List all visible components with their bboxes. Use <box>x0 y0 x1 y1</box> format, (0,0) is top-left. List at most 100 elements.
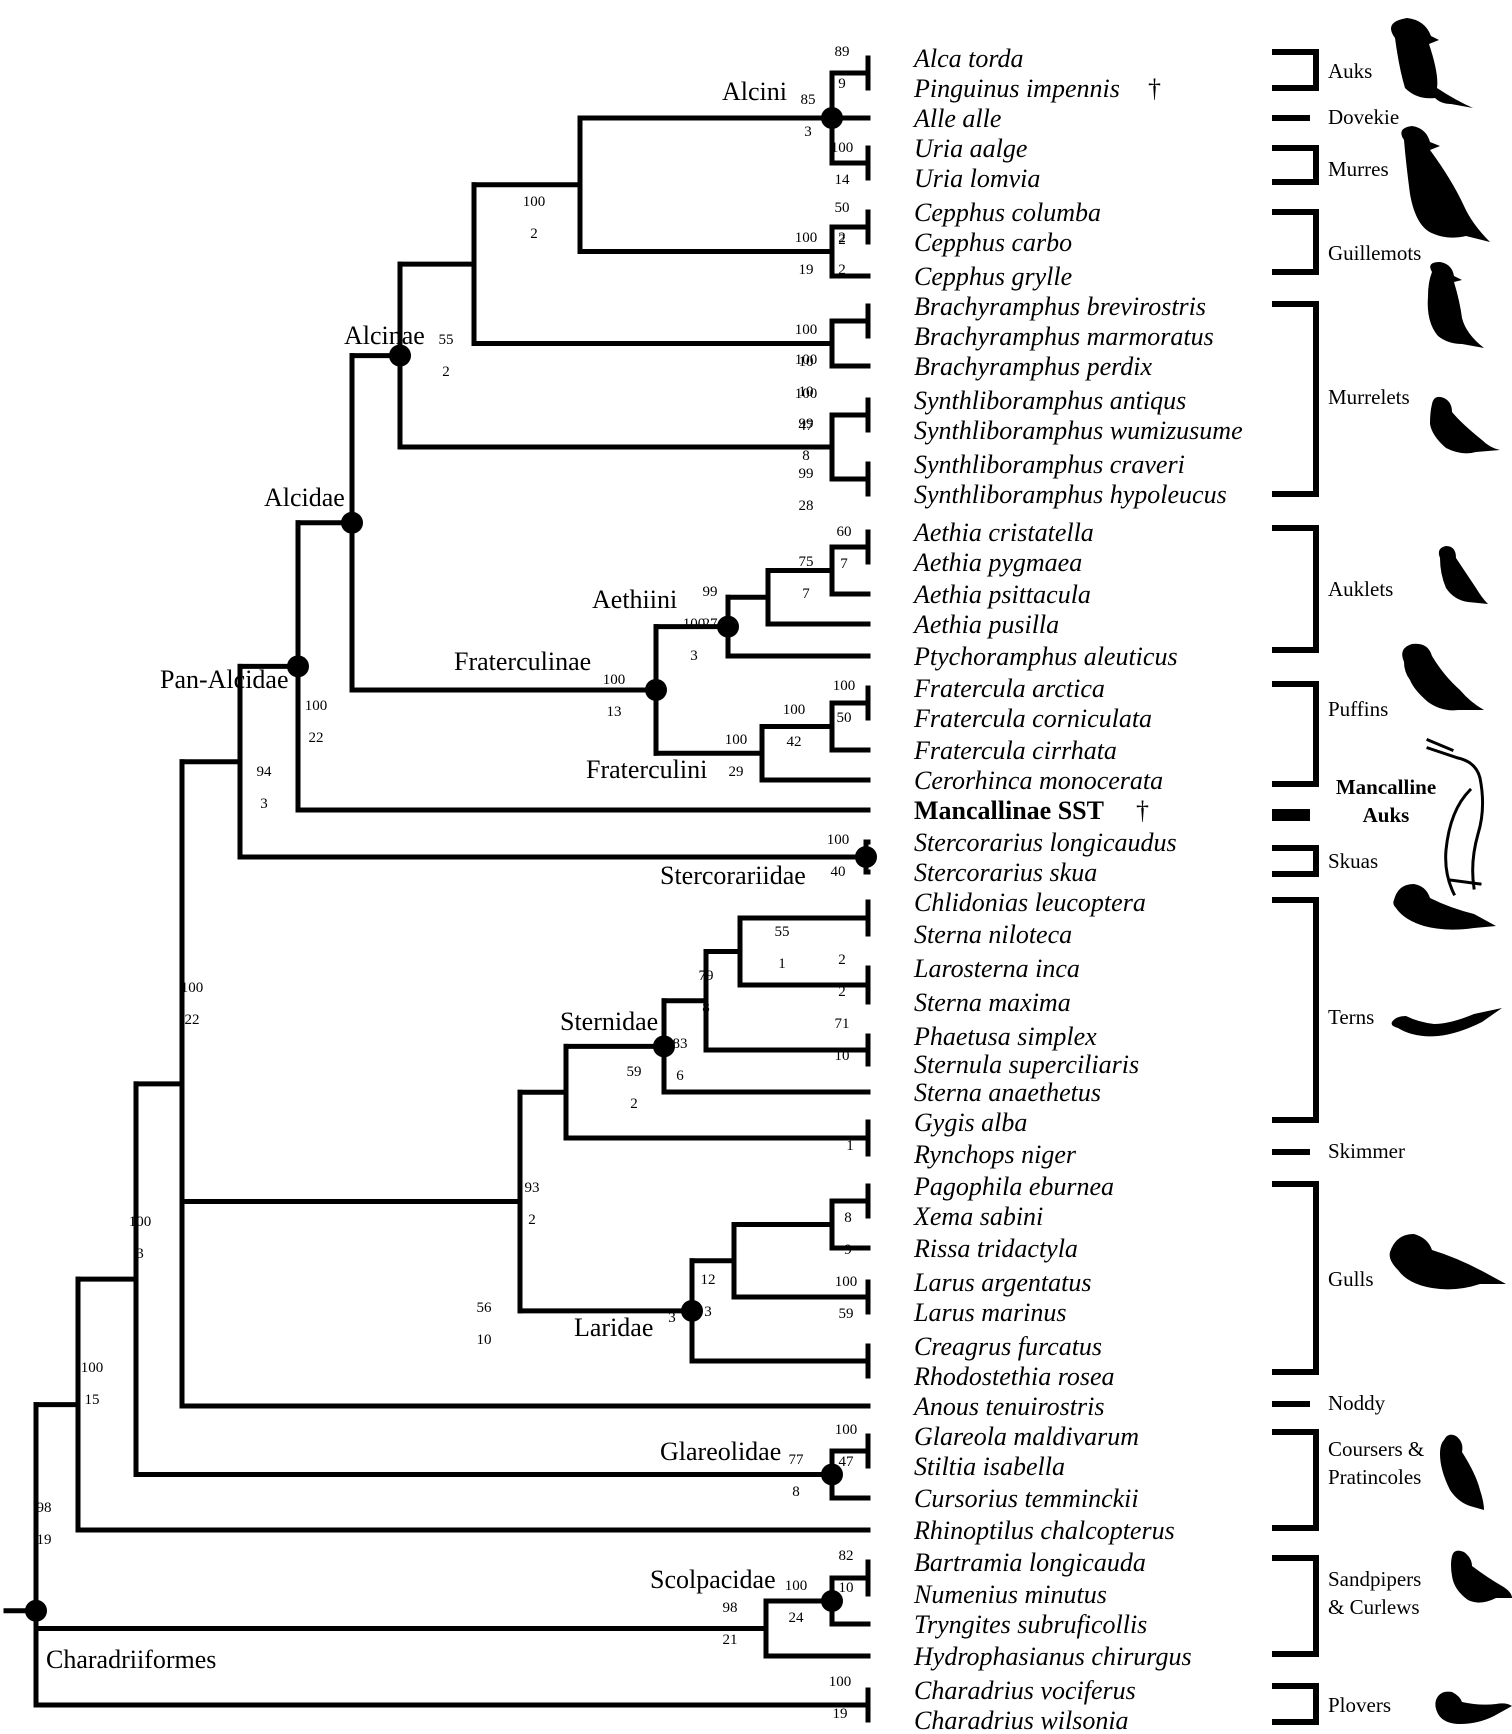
bootstrap-value: 50 <box>835 200 850 216</box>
taxon-label: Synthliboramphus wumizusume <box>914 416 1243 445</box>
taxon-label: Rynchops niger <box>913 1140 1077 1169</box>
bremer-value: 15 <box>85 1392 100 1408</box>
group-label: Dovekie <box>1328 105 1399 129</box>
bremer-value: 2 <box>442 364 450 380</box>
bootstrap-value: 98 <box>37 1500 52 1516</box>
bootstrap-value: 93 <box>525 1180 540 1196</box>
taxon-label: Uria lomvia <box>914 164 1040 193</box>
group-bracket <box>1272 1555 1319 1657</box>
taxon-label: Rissa tridactyla <box>913 1234 1078 1263</box>
group-label: & Curlews <box>1328 1595 1420 1619</box>
bootstrap-value: 2 <box>838 230 846 246</box>
taxon-label: Creagrus furcatus <box>914 1332 1102 1361</box>
node-dot <box>645 678 667 701</box>
node-dot <box>25 1599 47 1622</box>
murrelet-silhouette-icon <box>1427 262 1484 348</box>
bremer-value: 10 <box>799 354 814 370</box>
group-label: Guillemots <box>1328 241 1421 265</box>
taxon-label: Fratercula arctica <box>913 674 1105 703</box>
group-label: Pratincoles <box>1328 1465 1421 1489</box>
bootstrap-value: 100 <box>783 702 806 718</box>
group-brackets: AuksDovekieMurresGuillemotsMurreletsAukl… <box>1272 49 1436 1725</box>
mancalline-skeleton-icon <box>1426 738 1485 897</box>
bootstrap-value: 89 <box>835 44 850 60</box>
bootstrap-value: 98 <box>723 1600 738 1616</box>
support-values: 8998531001450210019221001010010552100479… <box>37 44 858 1722</box>
node-dot <box>681 1299 703 1322</box>
taxon-label: Bartramia longicauda <box>914 1548 1146 1577</box>
bootstrap-value: 100 <box>785 1578 808 1594</box>
taxon-label: Numenius minutus <box>913 1580 1107 1609</box>
bremer-value: 10 <box>799 384 814 400</box>
bremer-value: 7 <box>802 586 810 602</box>
bootstrap-value: 3 <box>668 1310 676 1326</box>
bootstrap-value: 79 <box>699 968 714 984</box>
group-label: Murres <box>1328 157 1389 181</box>
taxon-label: Brachyramphus brevirostris <box>914 292 1206 321</box>
bremer-value: 2 <box>528 1212 536 1228</box>
bremer-value: 2 <box>838 232 846 248</box>
taxon-label: Pagophila eburnea <box>913 1172 1114 1201</box>
taxon-label: Xema sabini <box>913 1202 1043 1231</box>
taxon-label: Larus argentatus <box>913 1268 1091 1297</box>
bootstrap-value: 55 <box>775 924 790 940</box>
group-label: Terns <box>1328 1005 1374 1029</box>
sandpiper-silhouette-icon <box>1451 1550 1512 1603</box>
node-dot <box>717 615 739 638</box>
taxon-label: Tryngites subruficollis <box>914 1610 1147 1639</box>
taxon-label: Synthliboramphus craveri <box>914 450 1185 479</box>
taxon-label: Rhinoptilus chalcopterus <box>913 1516 1175 1545</box>
bootstrap-value: 100 <box>795 352 818 368</box>
bootstrap-value: 85 <box>801 92 816 108</box>
courser-silhouette-icon <box>1440 1434 1484 1510</box>
bremer-value: 3 <box>136 1246 144 1262</box>
bremer-value: 10 <box>835 1048 850 1064</box>
bremer-value: 2 <box>530 226 538 242</box>
taxon-label: Aethia psittacula <box>912 580 1091 609</box>
clade-label: Alcini <box>722 77 787 106</box>
auk-silhouette-icon <box>1391 18 1473 108</box>
bird-silhouettes <box>1389 18 1512 1724</box>
bootstrap-value: 99 <box>799 416 814 432</box>
taxon-label: Sterna niloteca <box>914 920 1072 949</box>
bremer-value: 8 <box>792 1484 800 1500</box>
bremer-value: 28 <box>799 498 814 514</box>
taxon-label: Chlidonias leucoptera <box>914 888 1146 917</box>
bootstrap-value: 12 <box>701 1272 716 1288</box>
bremer-value: 2 <box>630 1096 638 1112</box>
group-label: Sandpipers <box>1328 1567 1421 1591</box>
bremer-value: 29 <box>729 764 744 780</box>
taxon-label: Sternula superciliaris <box>914 1050 1139 1079</box>
bremer-value: 19 <box>833 1706 848 1722</box>
bremer-value: 21 <box>723 1632 738 1648</box>
bootstrap-value: 99 <box>703 584 718 600</box>
taxon-label: Cursorius temminckii <box>914 1484 1139 1513</box>
taxon-label: Synthliboramphus hypoleucus <box>914 480 1227 509</box>
bremer-value: 22 <box>185 1012 200 1028</box>
clade-label: Pan-Alcidae <box>160 665 289 694</box>
clade-label: Aethiini <box>592 585 677 614</box>
clade-label: Alcidae <box>264 483 345 512</box>
extinct-dagger: † <box>1148 74 1161 103</box>
tern-silhouette-icon <box>1393 884 1496 930</box>
clade-labels: AlciniAlcinaeAlcidaeAethiiniFraterculina… <box>46 77 806 1674</box>
clade-label: Charadriiformes <box>46 1645 216 1674</box>
bootstrap-value: 82 <box>839 1548 854 1564</box>
bremer-value: 8 <box>702 1000 710 1016</box>
plover-silhouette-icon <box>1435 1691 1512 1724</box>
taxon-label: Aethia pygmaea <box>912 548 1082 577</box>
taxon-label: Gygis alba <box>914 1108 1027 1137</box>
group-bracket <box>1272 1429 1319 1531</box>
taxon-label: Uria aalge <box>914 134 1027 163</box>
taxon-label: Larosterna inca <box>913 954 1080 983</box>
bootstrap-value: 100 <box>725 732 748 748</box>
bootstrap-value: 60 <box>837 524 852 540</box>
group-label: Auks <box>1363 803 1410 827</box>
clade-label: Glareolidae <box>660 1437 781 1466</box>
group-label: Auklets <box>1328 577 1393 601</box>
taxon-label: Brachyramphus marmoratus <box>914 322 1214 351</box>
node-dot <box>287 655 309 678</box>
bremer-value: 3 <box>804 124 812 140</box>
bremer-value: 3 <box>260 796 268 812</box>
